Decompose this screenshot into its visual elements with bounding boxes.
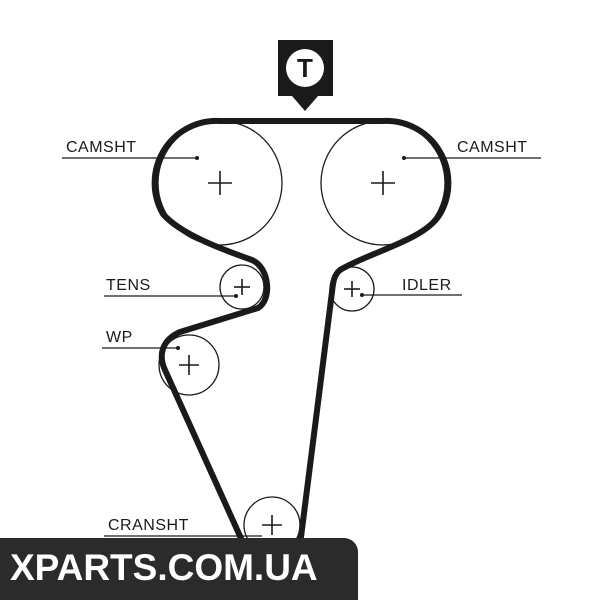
camshaft-right-pulley bbox=[320, 120, 446, 246]
watermark-text: XPARTS.COM.UA bbox=[10, 547, 318, 588]
timing-marker: T bbox=[278, 40, 333, 111]
label-crankshaft: CRANSHT bbox=[108, 517, 189, 534]
watermark-banner: XPARTS.COM.UA bbox=[0, 538, 358, 600]
label-tensioner: TENS bbox=[106, 277, 151, 294]
timing-marker-letter: T bbox=[297, 53, 313, 83]
label-water-pump: WP bbox=[106, 329, 133, 346]
label-camshaft-left: CAMSHT bbox=[66, 139, 137, 156]
label-idler: IDLER bbox=[402, 277, 452, 294]
leader-lines bbox=[62, 156, 541, 537]
water-pump-pulley bbox=[158, 334, 220, 396]
tensioner-pulley bbox=[219, 264, 265, 310]
label-camshaft-right: CAMSHT bbox=[457, 139, 528, 156]
timing-belt bbox=[151, 117, 452, 548]
